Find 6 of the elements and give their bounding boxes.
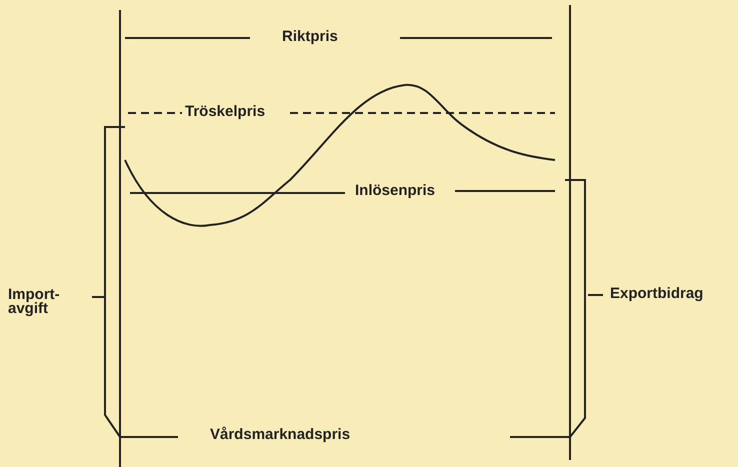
price-label: Vårdsmarknadspris xyxy=(210,428,350,442)
price-label: Inlösenpris xyxy=(355,184,436,198)
side-label: Import- avgift xyxy=(8,288,61,316)
price-label: Riktpris xyxy=(282,30,338,44)
price-label: Tröskelpris xyxy=(185,105,266,119)
side-label: Exportbidrag xyxy=(610,287,704,301)
